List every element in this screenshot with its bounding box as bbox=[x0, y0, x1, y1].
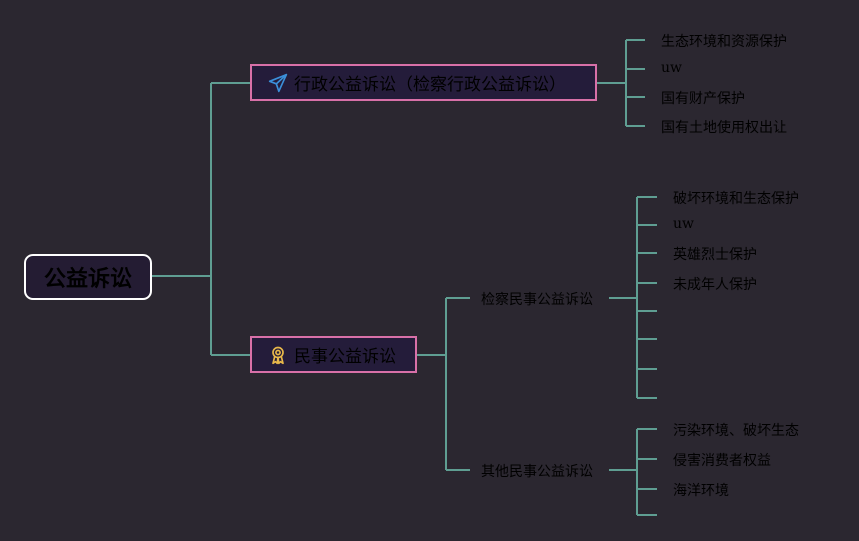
leaf-uw-admin[interactable]: uw bbox=[661, 60, 682, 76]
leaf-land-use-rights[interactable]: 国有土地使用权出让 bbox=[661, 120, 787, 136]
leaf-consumer-rights[interactable]: 侵害消费者权益 bbox=[673, 453, 771, 469]
branch-civil[interactable]: 民事公益诉讼 bbox=[250, 336, 417, 373]
root-label: 公益诉讼 bbox=[43, 267, 132, 292]
sub-other-civil[interactable]: 其他民事公益诉讼 bbox=[481, 464, 593, 480]
leaf-uw-civil[interactable]: uw bbox=[673, 216, 694, 232]
branch-administrative[interactable]: 行政公益诉讼（检察行政公益诉讼） bbox=[250, 64, 597, 101]
paper-plane-icon bbox=[268, 73, 288, 93]
leaf-marine-environment[interactable]: 海洋环境 bbox=[673, 483, 729, 499]
branch-administrative-label: 行政公益诉讼（检察行政公益诉讼） bbox=[294, 75, 566, 95]
leaf-state-property[interactable]: 国有财产保护 bbox=[661, 91, 745, 107]
leaf-heroes-martyrs[interactable]: 英雄烈士保护 bbox=[673, 247, 757, 263]
leaf-pollution[interactable]: 污染环境、破坏生态 bbox=[673, 423, 799, 439]
leaf-eco-damage[interactable]: 破坏环境和生态保护 bbox=[673, 191, 799, 207]
sub-procuratorate-civil[interactable]: 检察民事公益诉讼 bbox=[481, 292, 593, 308]
award-ribbon-icon bbox=[268, 345, 288, 365]
branch-civil-label: 民事公益诉讼 bbox=[294, 347, 396, 367]
root-node[interactable]: 公益诉讼 bbox=[24, 254, 152, 300]
leaf-eco-resources[interactable]: 生态环境和资源保护 bbox=[661, 34, 787, 50]
leaf-minors[interactable]: 未成年人保护 bbox=[673, 277, 757, 293]
